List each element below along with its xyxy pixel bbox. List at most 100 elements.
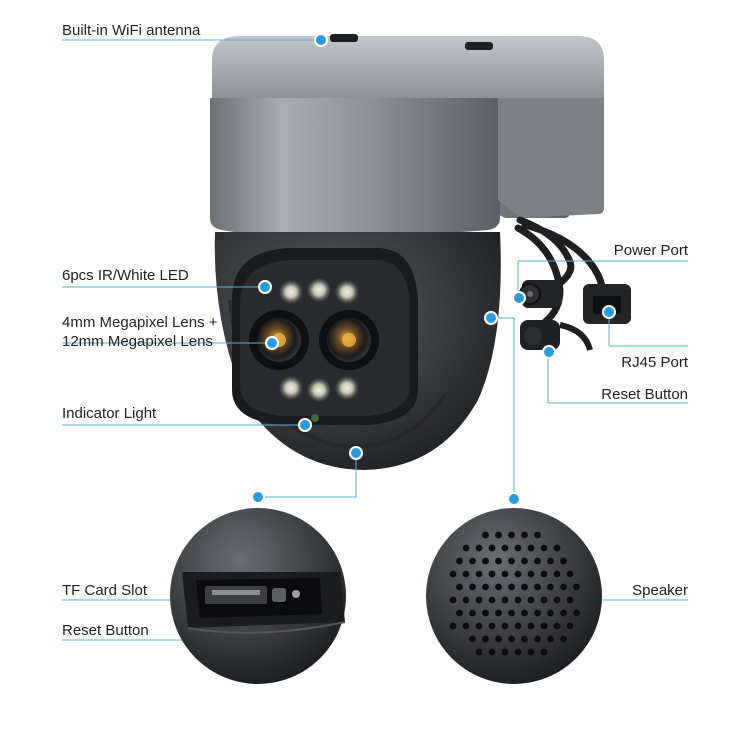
speaker-hole [540,544,548,552]
speaker-hole [540,648,548,656]
speaker-hole [456,583,463,591]
speaker-hole [540,570,548,578]
speaker-hole [508,583,515,591]
speaker-hole [456,557,463,565]
label-rj45-port: RJ45 Port [621,354,688,371]
speaker-hole [514,544,522,552]
speaker-hole [540,622,548,630]
speaker-hole [521,635,528,643]
label-power-port: Power Port [613,242,688,259]
speaker-hole [501,570,509,578]
speaker-hole [475,596,483,604]
speaker-hole [462,622,470,630]
speaker-hole [488,570,496,578]
speaker-hole [482,583,489,591]
speaker-hole [501,596,509,604]
power-port-connector [519,280,562,308]
speaker-hole [482,609,489,617]
speaker-hole [566,596,574,604]
speaker-hole [488,544,496,552]
speaker-hole [495,635,502,643]
lens-4mm [249,310,309,370]
speaker-hole [560,609,567,617]
speaker-hole [508,531,515,539]
speaker-hole [514,570,522,578]
speaker-hole [573,609,580,617]
speaker-hole [534,609,541,617]
speaker-hole [534,635,541,643]
speaker-hole [527,648,535,656]
speaker-hole [508,557,515,565]
speaker-hole [469,635,476,643]
label-speaker: Speaker [632,582,688,599]
led-array-bottom [279,376,359,402]
speaker-hole [501,544,509,552]
tf-slot-closeup [170,508,346,684]
speaker-hole [514,622,522,630]
speaker-hole [482,557,489,565]
label-reset-button-slot: Reset Button [62,622,149,639]
speaker-hole [495,531,502,539]
speaker-hole [462,570,470,578]
label-led: 6pcs IR/White LED [62,267,189,284]
speaker-hole [547,609,554,617]
label-tf-card-slot: TF Card Slot [62,582,148,599]
speaker-hole [449,596,457,604]
speaker-hole [534,531,541,539]
label-wifi-antenna: Built-in WiFi antenna [62,22,201,39]
speaker-hole [462,596,470,604]
led-array-top [279,278,359,304]
label-lens-line1: 4mm Megapixel Lens + [62,314,218,331]
speaker-hole [540,596,548,604]
speaker-hole [521,583,528,591]
speaker-hole [482,635,489,643]
speaker-hole [534,557,541,565]
speaker-hole [482,531,489,539]
speaker-hole [501,648,509,656]
speaker-hole [553,622,561,630]
speaker-hole [573,583,580,591]
speaker-hole [521,609,528,617]
speaker-hole [495,583,502,591]
speaker-hole [527,596,535,604]
speaker-hole [508,635,515,643]
speaker-hole [475,570,483,578]
speaker-hole [488,596,496,604]
speaker-hole [508,609,515,617]
speaker-hole [521,557,528,565]
label-lens: 4mm Megapixel Lens + 12mm Megapixel Lens [62,313,218,351]
speaker-hole [560,557,567,565]
label-indicator-light: Indicator Light [62,405,157,422]
speaker-hole [560,635,567,643]
speaker-hole [469,583,476,591]
speaker-hole [495,609,502,617]
speaker-hole [475,622,483,630]
speaker-hole [521,531,528,539]
speaker-hole [475,648,483,656]
speaker-hole [462,544,470,552]
speaker-hole [527,570,535,578]
reset-button-cable [520,320,593,351]
speaker-hole [449,622,457,630]
speaker-hole [566,622,574,630]
speaker-hole [469,557,476,565]
speaker-hole [566,570,574,578]
speaker-hole [527,622,535,630]
speaker-hole [514,596,522,604]
lens-12mm [319,310,379,370]
speaker-hole [488,648,496,656]
label-reset-button-cable: Reset Button [601,386,688,403]
speaker-hole [475,544,483,552]
speaker-closeup [426,508,602,684]
label-lens-line2: 12mm Megapixel Lens [62,333,213,350]
speaker-hole [547,557,554,565]
speaker-hole [456,609,463,617]
top-housing [210,34,604,236]
speaker-hole [501,622,509,630]
speaker-hole [514,648,522,656]
speaker-hole [553,596,561,604]
speaker-hole [527,544,535,552]
speaker-hole [547,583,554,591]
